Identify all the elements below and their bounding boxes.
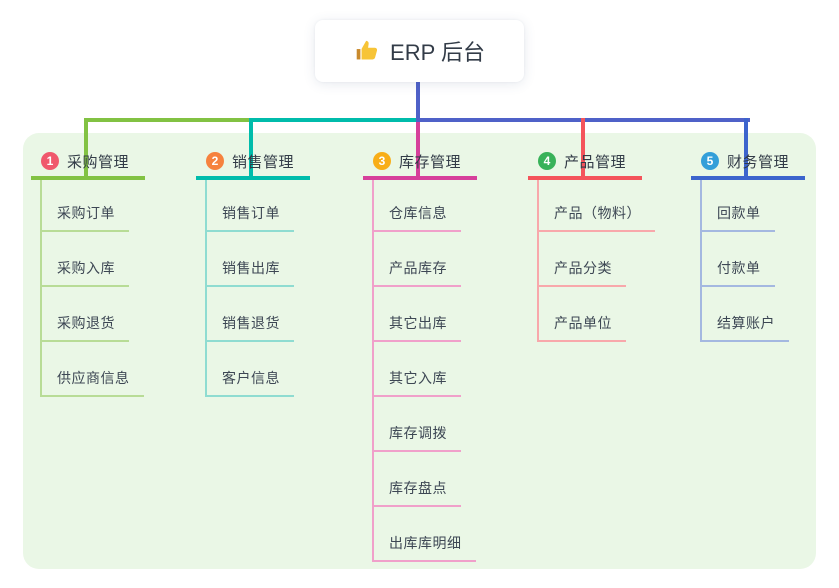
branch-1-underline [31, 176, 145, 180]
branch-1-children: 采购订单采购入库采购退货供应商信息 [40, 180, 144, 397]
branch-2: 2 销售管理销售订单销售出库销售退货客户信息 [196, 146, 310, 397]
branch-3-number-badge: 3 [373, 152, 391, 170]
branch-2-underline [196, 176, 310, 180]
branch-4-children: 产品（物料）产品分类产品单位 [537, 180, 655, 342]
branch-5-underline [691, 176, 805, 180]
connector-drop-3 [416, 118, 420, 176]
root-node[interactable]: ERP 后台 [315, 20, 524, 82]
node-item[interactable]: 库存盘点 [374, 452, 461, 507]
node-item[interactable]: 回款单 [702, 180, 775, 232]
root-node-title: ERP 后台 [390, 40, 485, 65]
node-item[interactable]: 客户信息 [207, 342, 294, 397]
node-item[interactable]: 库存调拨 [374, 397, 461, 452]
branch-4-header[interactable]: 4 产品管理 [528, 146, 642, 176]
node-item[interactable]: 采购退货 [42, 287, 129, 342]
connector-drop-4 [581, 118, 585, 176]
root-connector-stem [416, 82, 420, 122]
node-item[interactable]: 销售出库 [207, 232, 294, 287]
node-item[interactable]: 其它出库 [374, 287, 461, 342]
node-item[interactable]: 产品单位 [539, 287, 626, 342]
branches-background-panel [23, 133, 816, 569]
branch-2-label: 销售管理 [232, 153, 295, 171]
branch-2-header[interactable]: 2 销售管理 [196, 146, 310, 176]
branch-3-label: 库存管理 [399, 153, 462, 171]
trunk-segment-left [86, 118, 251, 122]
branch-5-children: 回款单付款单结算账户 [700, 180, 789, 342]
trunk-segment-right [420, 118, 750, 122]
branch-3: 3 库存管理仓库信息产品库存其它出库其它入库库存调拨库存盘点出库库明细 [363, 146, 477, 562]
connector-drop-2 [249, 118, 253, 176]
node-item[interactable]: 仓库信息 [374, 180, 461, 232]
branch-4: 4 产品管理产品（物料）产品分类产品单位 [528, 146, 655, 342]
node-item[interactable]: 出库库明细 [374, 507, 476, 562]
branch-3-underline [363, 176, 477, 180]
connector-drop-5 [744, 118, 748, 176]
node-item[interactable]: 其它入库 [374, 342, 461, 397]
branch-5-label: 财务管理 [727, 153, 790, 171]
branch-4-number-badge: 4 [538, 152, 556, 170]
node-item[interactable]: 供应商信息 [42, 342, 144, 397]
branch-1-header[interactable]: 1 采购管理 [31, 146, 145, 176]
branch-5: 5 财务管理回款单付款单结算账户 [691, 146, 805, 342]
branch-5-header[interactable]: 5 财务管理 [691, 146, 805, 176]
branch-3-children: 仓库信息产品库存其它出库其它入库库存调拨库存盘点出库库明细 [372, 180, 476, 562]
branch-2-children: 销售订单销售出库销售退货客户信息 [205, 180, 294, 397]
node-item[interactable]: 付款单 [702, 232, 775, 287]
branch-5-number-badge: 5 [701, 152, 719, 170]
thumbs-up-icon [354, 38, 380, 64]
node-item[interactable]: 产品库存 [374, 232, 461, 287]
branch-4-label: 产品管理 [564, 153, 627, 171]
connector-drop-1 [84, 118, 88, 176]
branch-4-underline [528, 176, 642, 180]
node-item[interactable]: 销售退货 [207, 287, 294, 342]
node-item[interactable]: 产品（物料） [539, 180, 655, 232]
branch-3-header[interactable]: 3 库存管理 [363, 146, 477, 176]
trunk-segment-middle [251, 118, 420, 122]
node-item[interactable]: 采购入库 [42, 232, 129, 287]
branch-2-number-badge: 2 [206, 152, 224, 170]
node-item[interactable]: 产品分类 [539, 232, 626, 287]
branch-1-label: 采购管理 [67, 153, 130, 171]
node-item[interactable]: 结算账户 [702, 287, 789, 342]
branch-1: 1 采购管理采购订单采购入库采购退货供应商信息 [31, 146, 145, 397]
branch-1-number-badge: 1 [41, 152, 59, 170]
node-item[interactable]: 销售订单 [207, 180, 294, 232]
node-item[interactable]: 采购订单 [42, 180, 129, 232]
